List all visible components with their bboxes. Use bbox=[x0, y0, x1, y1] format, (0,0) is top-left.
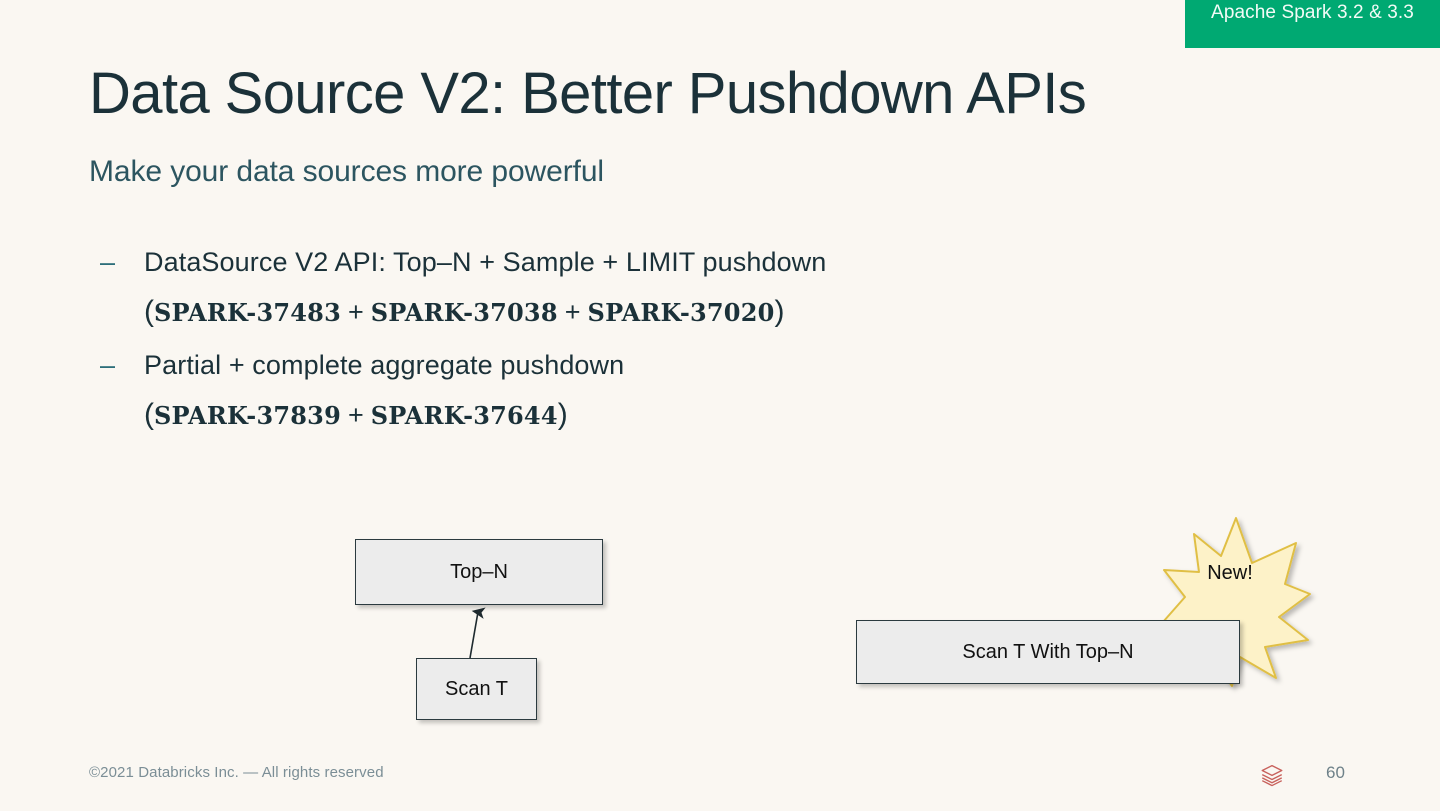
jira-ticket: SPARK-37038 bbox=[370, 298, 558, 327]
close-paren: ) bbox=[557, 398, 568, 431]
diagram-node-scan-t-with-top-n: Scan T With Top–N bbox=[856, 620, 1240, 684]
bullet-text: Partial + complete aggregate pushdown bbox=[144, 350, 625, 380]
bullet-dash-icon: – bbox=[100, 350, 116, 380]
new-badge-label: New! bbox=[1207, 562, 1253, 584]
bullet-text: DataSource V2 API: Top–N + Sample + LIMI… bbox=[144, 247, 827, 277]
page-subtitle: Make your data sources more powerful bbox=[89, 155, 604, 188]
open-paren: ( bbox=[144, 398, 154, 431]
bullet-content: Partial + complete aggregate pushdown (S… bbox=[144, 341, 624, 440]
jira-ticket: SPARK-37839 bbox=[154, 401, 341, 430]
footer-copyright: ©2021 Databricks Inc. — All rights reser… bbox=[89, 764, 384, 781]
jira-ticket: SPARK-37644 bbox=[370, 401, 558, 430]
page-number: 60 bbox=[1326, 763, 1345, 782]
diagram-node-top-n: Top–N bbox=[355, 539, 603, 605]
diagram-node-scan-t: Scan T bbox=[416, 658, 537, 720]
jira-ticket: SPARK-37020 bbox=[587, 298, 775, 327]
bullet-list: – DataSource V2 API: Top–N + Sample + LI… bbox=[100, 238, 1200, 444]
bullet-dash-icon: – bbox=[100, 247, 116, 277]
ticket-separator: + bbox=[347, 400, 364, 430]
bullet-tickets: (SPARK-37483+SPARK-37038+SPARK-37020) bbox=[144, 295, 785, 328]
ticket-separator: + bbox=[347, 297, 364, 327]
bullet-tickets: (SPARK-37839+SPARK-37644) bbox=[144, 398, 568, 431]
version-badge: Apache Spark 3.2 & 3.3 bbox=[1185, 0, 1440, 48]
page-title: Data Source V2: Better Pushdown APIs bbox=[89, 61, 1087, 126]
list-item: – DataSource V2 API: Top–N + Sample + LI… bbox=[100, 238, 1200, 337]
pushdown-diagram: Top–N Scan T Scan T With Top–N New! bbox=[0, 500, 1440, 740]
list-item: – Partial + complete aggregate pushdown … bbox=[100, 341, 1200, 440]
databricks-logo-icon bbox=[1261, 764, 1283, 787]
ticket-separator: + bbox=[564, 297, 581, 327]
close-paren: ) bbox=[774, 295, 785, 328]
open-paren: ( bbox=[144, 295, 154, 328]
connector-arrow-scan-to-topn bbox=[469, 607, 486, 659]
jira-ticket: SPARK-37483 bbox=[154, 298, 341, 327]
bullet-content: DataSource V2 API: Top–N + Sample + LIMI… bbox=[144, 238, 826, 337]
